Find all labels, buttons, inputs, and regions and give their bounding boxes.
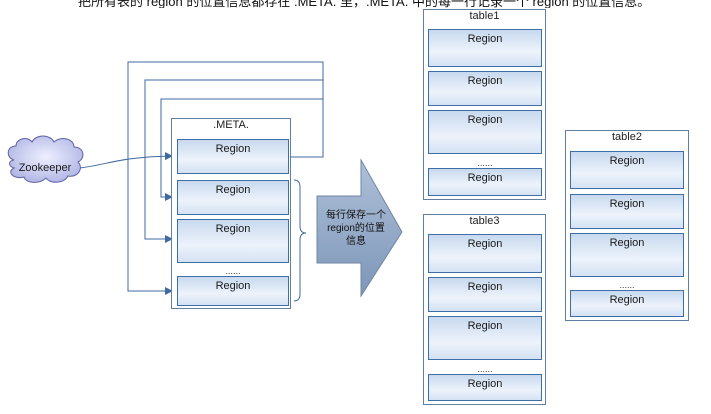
table2-region: Region	[570, 151, 684, 189]
meta-region: Region	[177, 276, 289, 306]
zookeeper-cloud	[7, 135, 84, 183]
meta-region: Region	[177, 139, 289, 174]
meta-region: Region	[177, 219, 289, 263]
arrow-text-line1: 每行保存一个	[326, 210, 386, 221]
caption-text: 把所有表的 region 的位置信息都存在 .META. 里，.META. 中的…	[78, 0, 651, 8]
loop-line-3	[160, 98, 323, 201]
table2-region: Region	[570, 290, 684, 317]
meta-region: Region	[177, 180, 289, 215]
table3-region: Region	[428, 374, 542, 401]
meta-table: .META. Region Region Region ...... Regio…	[171, 118, 291, 309]
table1-region: Region	[428, 29, 542, 67]
loop-line-1	[127, 61, 324, 295]
table3-ellipsis: ......	[477, 364, 493, 374]
table3-title: table3	[469, 215, 500, 227]
table2-title: table2	[612, 131, 642, 143]
arrow-text: 每行保存一个 region的位置 信息	[316, 209, 396, 248]
arrow-text-line3: 信息	[346, 236, 366, 247]
table2: table2 Region Region Region ...... Regio…	[565, 130, 689, 321]
table3-region: Region	[428, 316, 542, 360]
table3-region: Region	[428, 234, 542, 273]
meta-ellipsis: ......	[225, 266, 241, 276]
cropped-caption: 把所有表的 region 的位置信息都存在 .META. 里，.META. 中的…	[0, 0, 711, 8]
table2-region: Region	[570, 233, 684, 277]
table1-region: Region	[428, 71, 542, 106]
big-arrow	[316, 158, 403, 298]
table1-title: table1	[469, 10, 500, 22]
table1: table1 Region Region Region ...... Regio…	[423, 9, 546, 200]
table1-region: Region	[428, 110, 542, 154]
table3: table3 Region Region Region ...... Regio…	[423, 214, 546, 405]
zookeeper-line	[79, 152, 173, 169]
table3-region: Region	[428, 277, 542, 312]
brace	[293, 179, 307, 302]
arrow-text-line2: region的位置	[327, 223, 385, 234]
zookeeper-label: Zookeeper	[18, 162, 72, 174]
meta-table-title: .META.	[213, 119, 249, 131]
table1-ellipsis: ......	[477, 158, 493, 168]
table1-region: Region	[428, 168, 542, 196]
loop-line-2	[144, 79, 323, 243]
table2-region: Region	[570, 194, 684, 229]
table2-ellipsis: ......	[619, 280, 635, 290]
